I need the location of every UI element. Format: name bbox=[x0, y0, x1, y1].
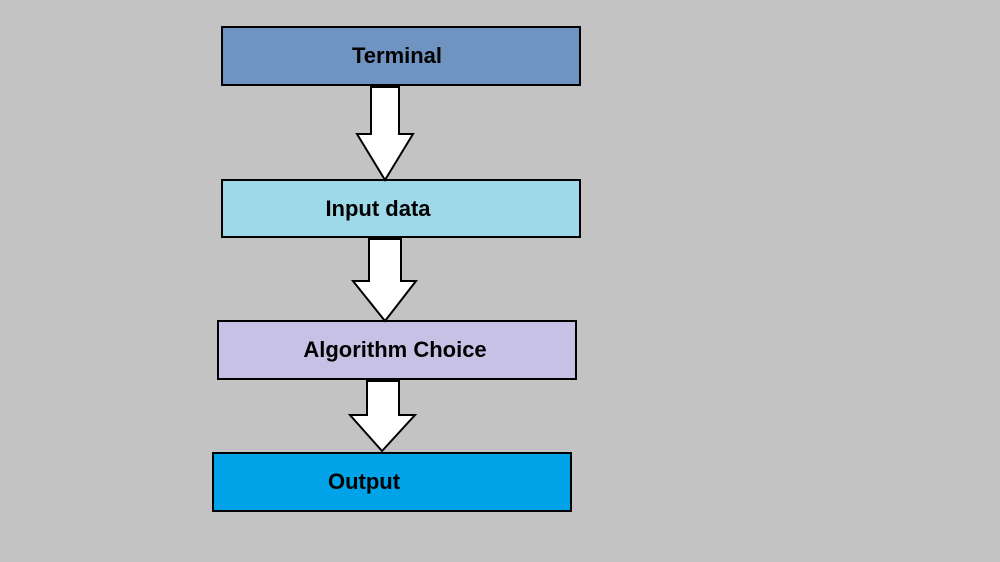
step-input-data-label: Input data bbox=[325, 195, 431, 221]
step-output: Output bbox=[212, 452, 572, 512]
arrow-down-icon bbox=[347, 380, 418, 453]
step-input-data: Input data bbox=[221, 179, 581, 238]
arrow-down-icon bbox=[355, 86, 415, 182]
step-algorithm-choice: Algorithm Choice bbox=[217, 320, 577, 380]
arrow-down-icon bbox=[350, 238, 419, 323]
step-terminal-label: Terminal bbox=[351, 43, 443, 68]
step-output-label: Output bbox=[327, 469, 401, 494]
step-algorithm-choice-label: Algorithm Choice bbox=[303, 337, 487, 362]
step-terminal: Terminal bbox=[221, 26, 581, 86]
